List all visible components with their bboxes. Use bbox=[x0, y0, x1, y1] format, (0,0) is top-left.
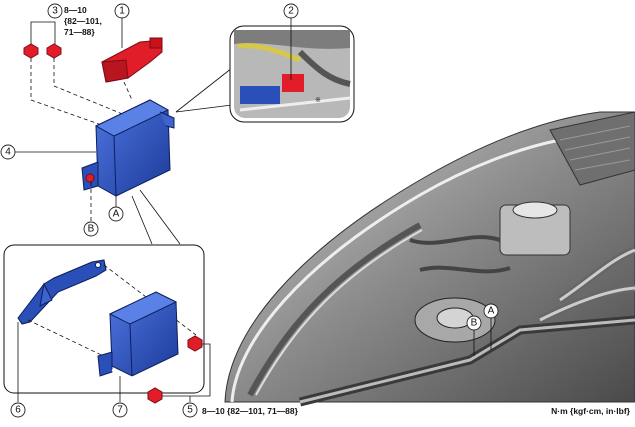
svg-text:8—10: 8—10 bbox=[64, 5, 87, 15]
svg-text:7: 7 bbox=[117, 405, 123, 416]
nut-right bbox=[46, 43, 62, 59]
nut-lower-detail bbox=[147, 387, 163, 404]
callout-6: 6 bbox=[10, 402, 26, 418]
torque-spec-bottom: 8—10 {82—101, 71—88} bbox=[202, 406, 299, 416]
svg-text:6: 6 bbox=[15, 405, 21, 416]
detail-inset: ※ bbox=[175, 18, 355, 123]
callout-1: 1 bbox=[114, 3, 130, 19]
svg-text:2: 2 bbox=[288, 6, 294, 17]
svg-text:5: 5 bbox=[187, 405, 193, 416]
svg-text:B: B bbox=[88, 224, 95, 235]
callout-7: 7 bbox=[112, 402, 128, 418]
nut-left bbox=[23, 43, 39, 59]
engine-bay-illustration bbox=[224, 111, 635, 407]
red-connector-bracket bbox=[101, 37, 163, 83]
callout-B: B bbox=[83, 221, 99, 237]
svg-text:{82—101,: {82—101, bbox=[64, 16, 102, 26]
svg-text:A: A bbox=[488, 306, 495, 317]
svg-text:A: A bbox=[113, 209, 120, 220]
svg-text:3: 3 bbox=[52, 6, 58, 17]
nut-upper-detail bbox=[187, 335, 203, 352]
callout-2: 2 bbox=[283, 3, 299, 19]
svg-text:4: 4 bbox=[5, 147, 11, 158]
blue-module-detail bbox=[97, 291, 179, 385]
callout-A: A bbox=[108, 206, 124, 222]
torque-spec-top: 8—10 {82—101, 71—88} bbox=[64, 5, 102, 37]
svg-text:B: B bbox=[471, 318, 478, 329]
svg-text:71—88}: 71—88} bbox=[64, 27, 95, 37]
units-note: N·m {kgf·cm, in·lbf} bbox=[551, 406, 631, 416]
callout-5: 5 bbox=[182, 402, 198, 418]
detail-photo: ※ bbox=[234, 30, 351, 118]
svg-text:※: ※ bbox=[315, 97, 321, 104]
mounting-bracket bbox=[17, 259, 107, 325]
blue-control-module bbox=[81, 99, 175, 197]
photo-callout-B: B bbox=[466, 315, 482, 331]
callout-3: 3 bbox=[47, 3, 63, 19]
callout-4: 4 bbox=[0, 144, 16, 160]
photo-callout-A: A bbox=[483, 303, 499, 319]
svg-text:1: 1 bbox=[119, 6, 125, 17]
